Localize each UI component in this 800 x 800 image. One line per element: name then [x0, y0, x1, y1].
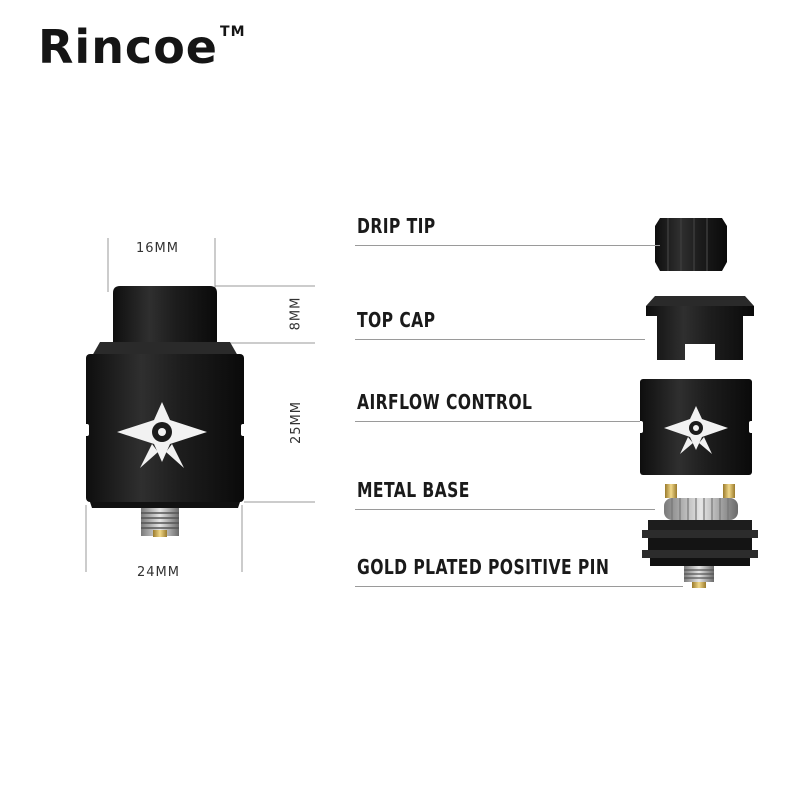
top-cap-part [646, 296, 754, 360]
drip-tip-part [655, 218, 727, 271]
label-airflow-control: AIRFLOW CONTROL [357, 390, 533, 414]
emblem-icon [117, 402, 207, 468]
label-rule-positive-pin [355, 586, 683, 587]
label-positive-pin: GOLD PLATED POSITIVE PIN [357, 555, 610, 579]
assembled-atomizer [83, 286, 247, 537]
airflow-control-part [637, 379, 755, 475]
label-rule-drip-tip [355, 245, 660, 246]
label-drip-tip: DRIP TIP [357, 214, 436, 238]
positive-pin-part [684, 566, 714, 588]
label-rule-airflow-control [355, 421, 640, 422]
dimension-base-width: 24MM [137, 565, 180, 580]
dimension-guides [85, 238, 315, 572]
label-metal-base: METAL BASE [357, 478, 470, 502]
label-top-cap: TOP CAP [357, 308, 436, 332]
label-rule-metal-base [355, 509, 655, 510]
label-rule-top-cap [355, 339, 645, 340]
dimension-top-width: 16MM [136, 241, 179, 256]
metal-base-part [642, 484, 758, 566]
dimension-body-height: 25MM [288, 401, 304, 444]
dimension-cap-height: 8MM [288, 296, 304, 331]
